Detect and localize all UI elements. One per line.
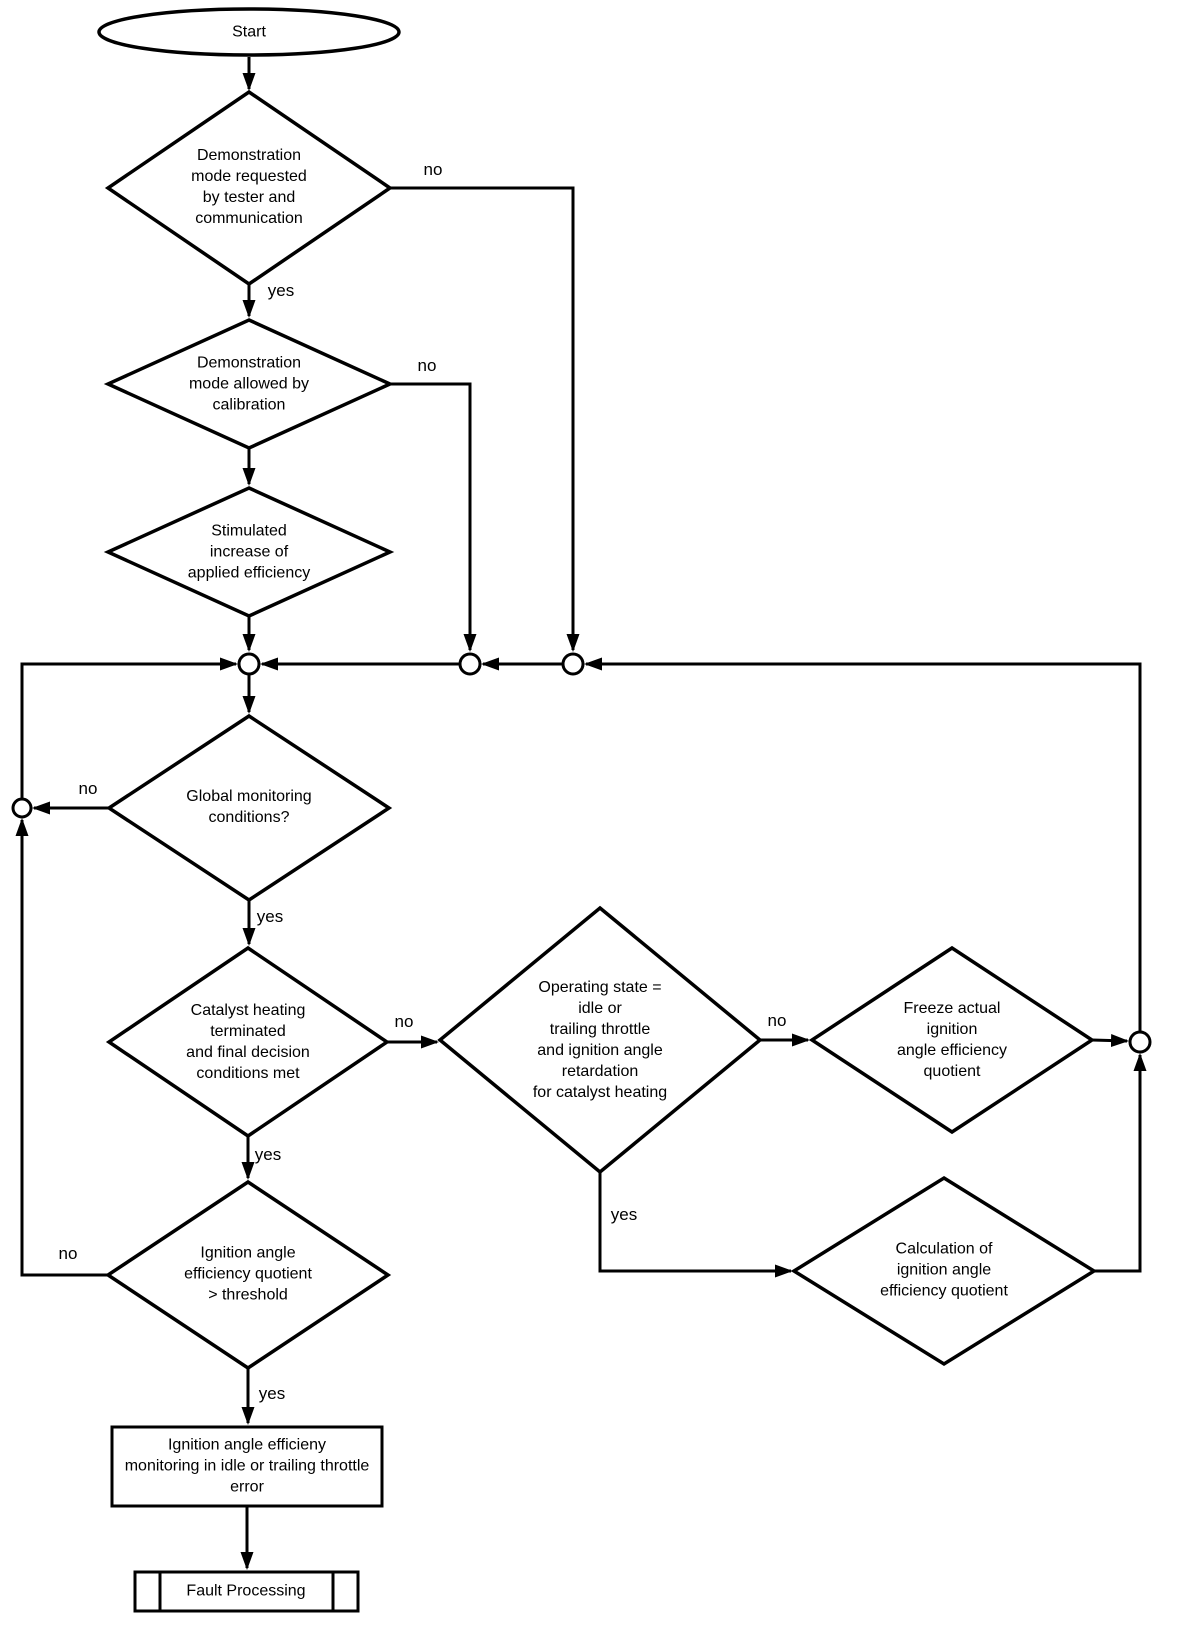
threshold-label: Ignition angle efficiency quotient > thr… <box>184 1244 312 1304</box>
label-threshold-no: no <box>58 1244 78 1263</box>
label-threshold-yes: yes <box>258 1384 286 1403</box>
catalyst-heating-diamond <box>105 945 391 1139</box>
fault-processing-box <box>133 1570 360 1613</box>
label-global-yes: yes <box>256 907 284 926</box>
freeze-quotient-diamond <box>808 945 1096 1135</box>
operating-state-diamond <box>437 905 763 1175</box>
junction-d-circle <box>11 797 33 819</box>
calc-quotient-diamond <box>790 1175 1098 1367</box>
global-monitoring-label: Global monitoring conditions? <box>186 788 312 826</box>
demo-allowed-diamond <box>103 318 395 450</box>
label-demo-requested-yes: yes <box>267 281 295 300</box>
demo-requested-diamond <box>104 89 394 287</box>
label-operating-yes: yes <box>610 1205 638 1224</box>
error-process-box <box>110 1425 384 1508</box>
edge-operating-yes <box>598 1172 793 1278</box>
threshold-diamond <box>104 1179 392 1371</box>
error-box-label: Ignition angle efficieny monitoring in i… <box>124 1436 370 1496</box>
stimulated-increase-label: Stimulated increase of applied efficienc… <box>187 522 311 582</box>
label-global-no: no <box>78 779 98 798</box>
junction-c-circle <box>561 652 585 676</box>
junction-b-circle <box>458 652 482 676</box>
global-monitoring-diamond <box>105 713 393 903</box>
edge-calc-to-junction-e <box>1094 1053 1147 1273</box>
edge-junction-d-to-a <box>20 657 238 798</box>
fault-processing-label: Fault Processing <box>186 1582 306 1600</box>
start-terminator-shape <box>97 7 401 57</box>
demo-allowed-label: Demonstration mode allowed by calibratio… <box>188 354 310 414</box>
label-catalyst-yes: yes <box>254 1145 282 1164</box>
catalyst-heating-label: Catalyst heating terminated and final de… <box>186 1002 310 1082</box>
stimulated-increase-diamond <box>103 486 395 618</box>
label-demo-requested-no: no <box>423 160 443 179</box>
calc-quotient-label: Calculation of ignition angle efficiency… <box>880 1240 1008 1300</box>
edge-freeze-to-junction-e <box>1091 1034 1129 1048</box>
junction-a-circle <box>237 652 261 676</box>
freeze-quotient-label: Freeze actual ignition angle efficiency … <box>897 1000 1007 1080</box>
edge-demo-requested-no <box>390 186 580 652</box>
edge-right-return-to-junction-c <box>584 657 1142 1031</box>
junction-e-circle <box>1128 1030 1152 1054</box>
label-catalyst-no: no <box>394 1012 414 1031</box>
demo-requested-label: Demonstration mode requested by tester a… <box>191 147 307 227</box>
operating-state-label: Operating state = idle or trailing throt… <box>532 979 668 1101</box>
label-operating-no: no <box>767 1011 787 1030</box>
edge-demo-allowed-no <box>390 382 477 652</box>
label-demo-allowed-no: no <box>417 356 437 375</box>
start-label: Start <box>232 23 266 41</box>
edge-threshold-no <box>15 818 108 1277</box>
